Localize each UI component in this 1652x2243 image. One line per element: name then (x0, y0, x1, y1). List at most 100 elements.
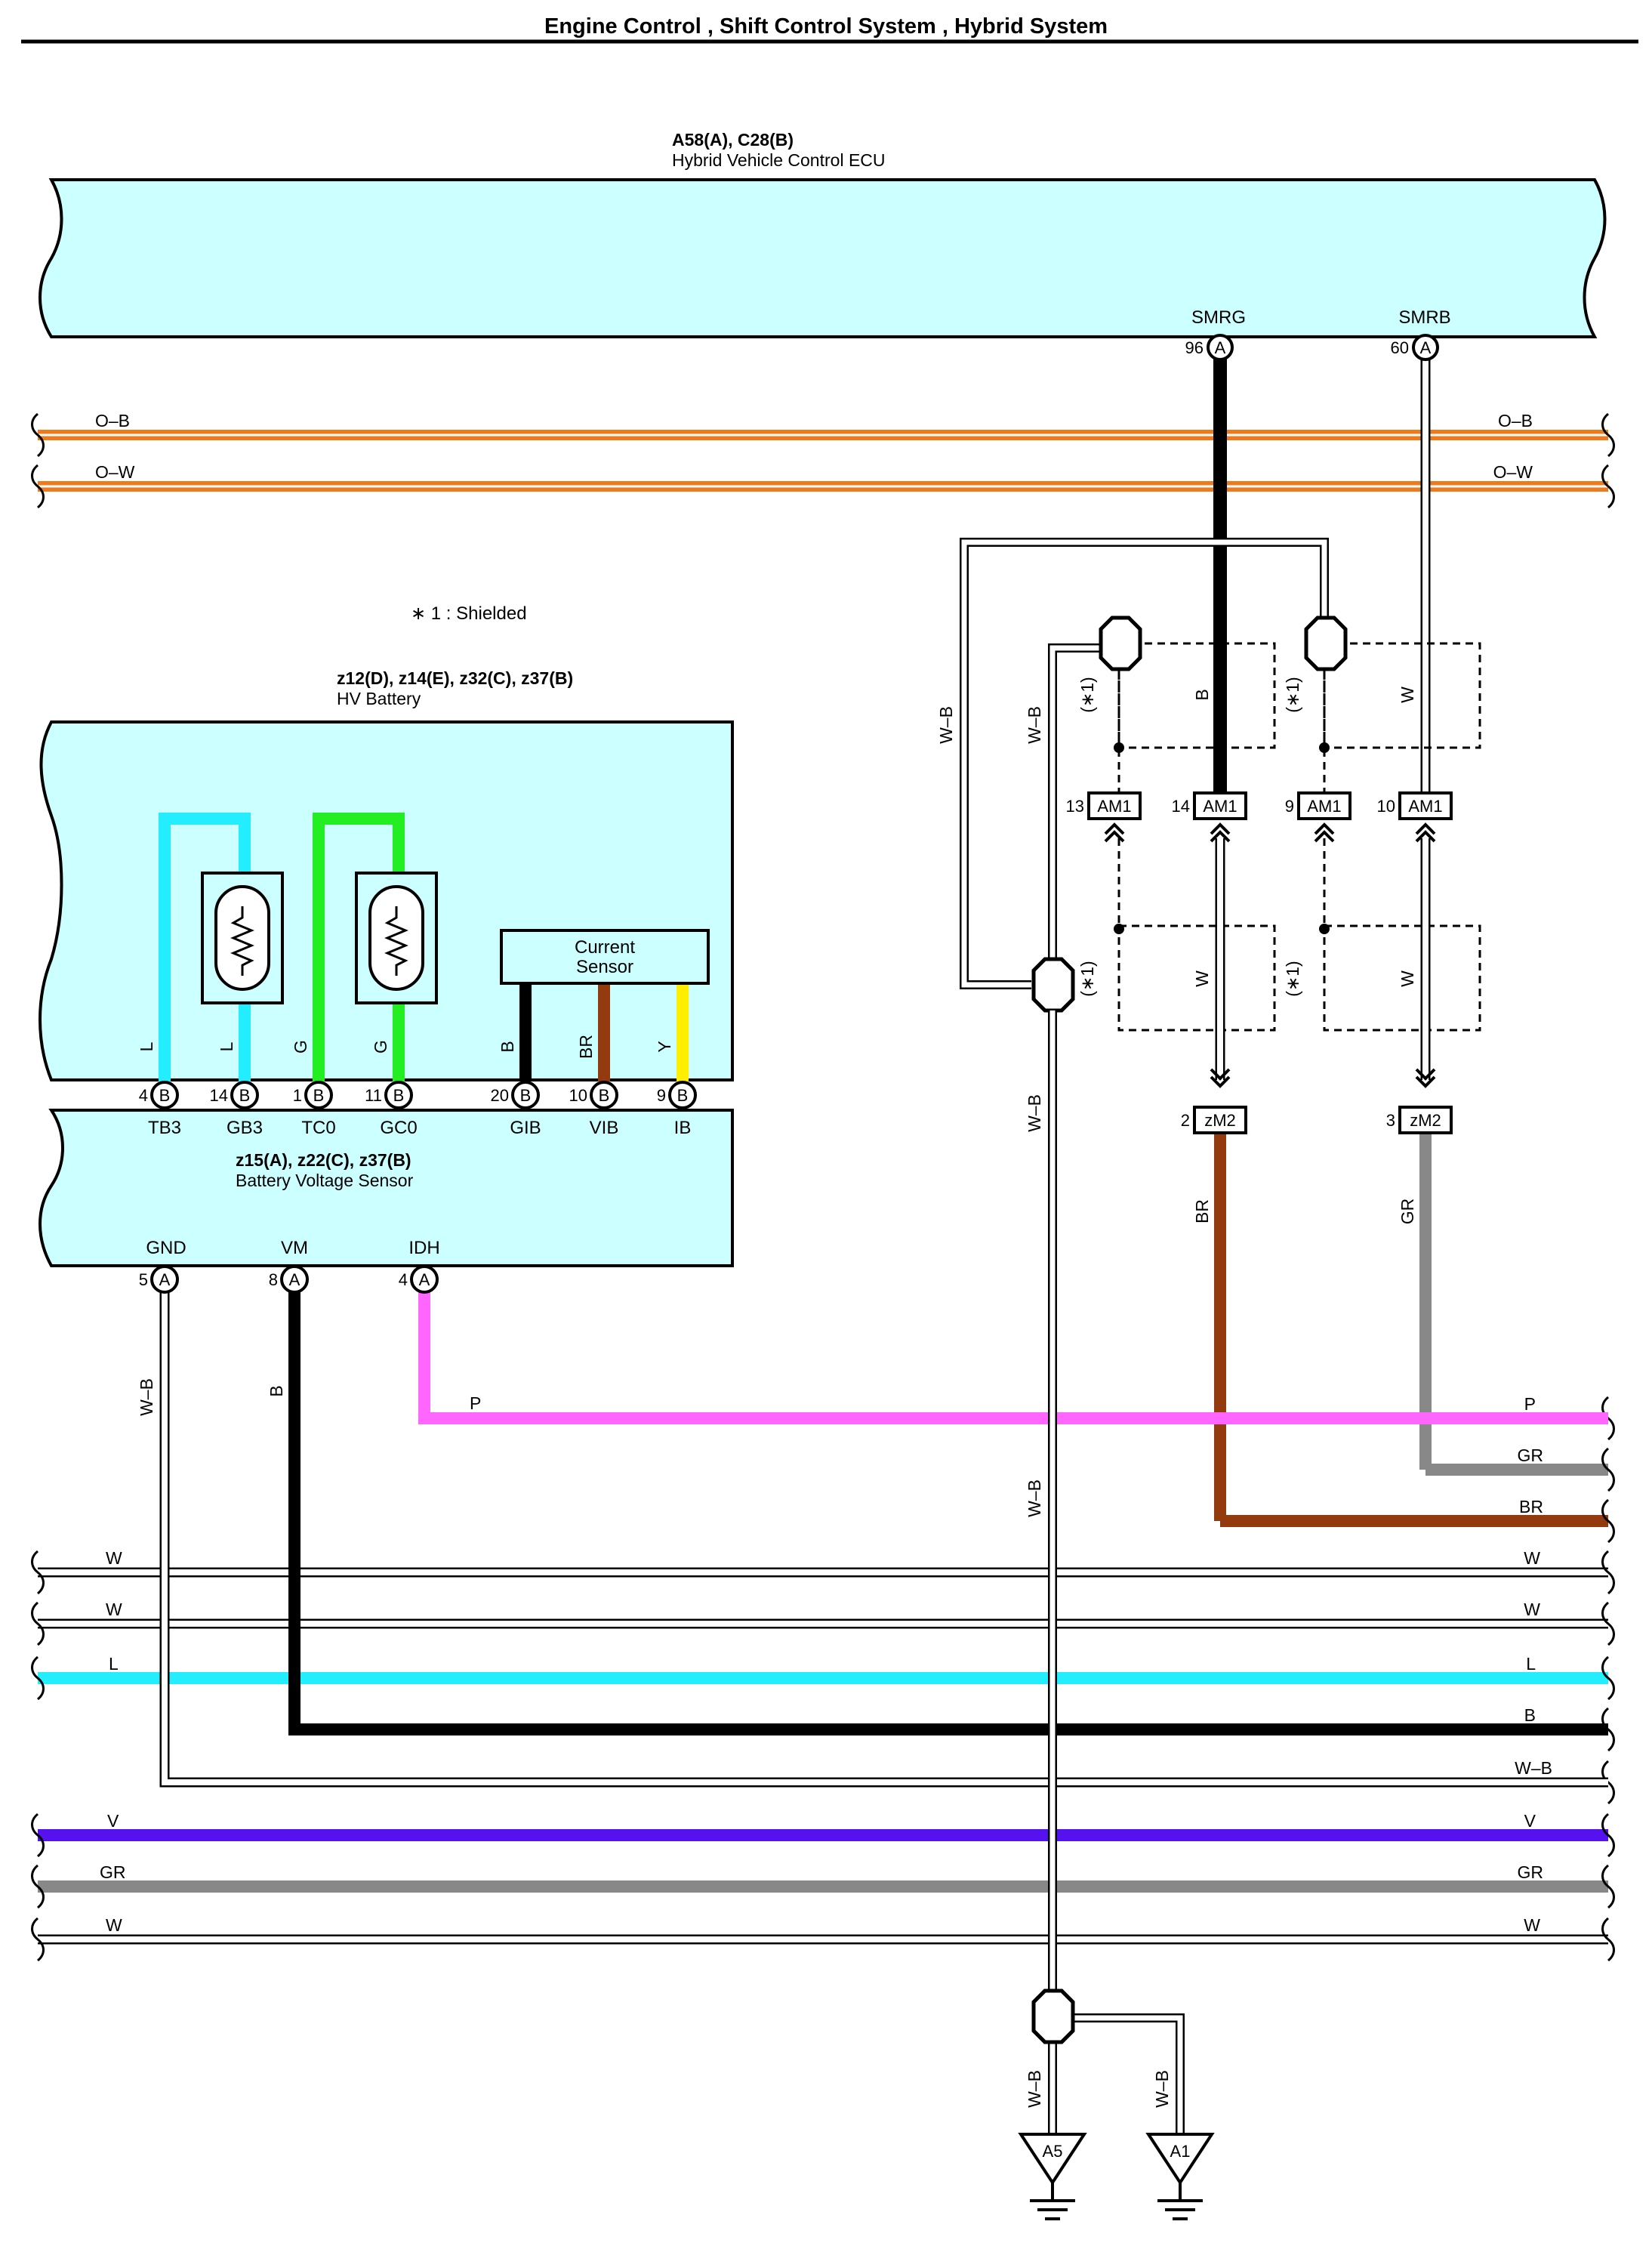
svg-text:GR: GR (1518, 1445, 1544, 1465)
ecu-terminal-smrb: SMRB (1398, 307, 1450, 328)
svg-text:V: V (1524, 1811, 1536, 1831)
lower-bus-labels-right: P GR BR W W L B W–B V GR W (1515, 1394, 1552, 1935)
svg-text:GC0: GC0 (380, 1118, 417, 1138)
lower-bus-labels-left: W W L V GR W (100, 1548, 126, 1935)
svg-text:IDH: IDH (408, 1238, 439, 1258)
svg-text:10: 10 (569, 1086, 587, 1105)
svg-text:zM2: zM2 (1204, 1111, 1236, 1130)
battery-voltage-sensor-box (39, 1109, 734, 1267)
bus-label-ow-right: O–W (1493, 462, 1533, 482)
am1-connectors: AM1 AM1 AM1 AM1 13 14 9 10 (1066, 791, 1453, 1088)
svg-text:1: 1 (293, 1086, 302, 1105)
svg-text:W–B: W–B (1025, 1094, 1044, 1132)
svg-text:W: W (1524, 1548, 1540, 1568)
ecu-name: Hybrid Vehicle Control ECU (672, 150, 886, 170)
wire-gnd-wb (159, 1278, 1608, 1788)
svg-text:W–B: W–B (1152, 2070, 1172, 2108)
zm2-connector-3 (1398, 1106, 1453, 1134)
am1-connector-10 (1398, 791, 1453, 820)
svg-text:W: W (1398, 686, 1417, 703)
svg-text:Current: Current (575, 937, 635, 958)
svg-text:96: 96 (1185, 338, 1204, 357)
svg-text:13: 13 (1066, 797, 1084, 816)
svg-text:4: 4 (139, 1086, 148, 1105)
svg-text:5: 5 (139, 1270, 148, 1289)
bvs-top-pins: B B B B B B B 4 14 1 11 20 10 9 TB3 GB3 … (139, 1081, 697, 1138)
am1-connector-9 (1297, 791, 1351, 820)
wb-shield-frame (960, 538, 1329, 2134)
svg-text:zM2: zM2 (1410, 1111, 1441, 1130)
svg-text:W–B: W–B (1025, 1479, 1044, 1517)
svg-text:14: 14 (1172, 797, 1190, 816)
svg-text:3: 3 (1386, 1111, 1395, 1130)
svg-text:(∗1): (∗1) (1283, 961, 1302, 996)
wb-trunk (1031, 1010, 1075, 2044)
svg-text:L: L (109, 1654, 119, 1674)
svg-text:W: W (106, 1600, 122, 1619)
ecu-code: A58(A), C28(B) (672, 130, 794, 150)
svg-text:A1: A1 (1170, 2142, 1191, 2161)
bus-label-ob-left: O–B (95, 411, 130, 430)
svg-text:2: 2 (1181, 1111, 1190, 1130)
svg-text:9: 9 (657, 1086, 666, 1105)
svg-text:W–B: W–B (1025, 2070, 1044, 2108)
svg-text:(∗1): (∗1) (1283, 677, 1302, 712)
svg-text:GND: GND (146, 1238, 186, 1258)
svg-text:W: W (106, 1915, 122, 1935)
svg-text:GIB: GIB (510, 1118, 541, 1138)
hv-lead-labels: L L G G B BR Y (137, 1035, 674, 1059)
zm2-connectors: zM2 zM2 2 3 BR GR (1181, 1106, 1453, 1225)
svg-text:10: 10 (1377, 797, 1395, 816)
ecu-box (39, 178, 1607, 338)
svg-text:GR: GR (1398, 1199, 1417, 1225)
svg-text:4: 4 (399, 1270, 408, 1289)
current-sensor (500, 929, 710, 985)
svg-text:Y: Y (655, 1041, 674, 1052)
thermistor-2 (355, 872, 438, 1004)
bvs-bottom-pins: A A A 5 8 4 W–B B P (137, 1265, 481, 1416)
svg-text:L: L (137, 1041, 156, 1051)
zm2-connector-2 (1193, 1106, 1247, 1134)
bus-label-ob-right: O–B (1498, 411, 1533, 430)
hv-battery-code: z12(D), z14(E), z32(C), z37(B) (337, 668, 573, 688)
svg-text:W: W (106, 1548, 122, 1568)
ground-a1: A1 (1145, 2133, 1215, 2220)
svg-text:W–B: W–B (137, 1378, 156, 1416)
page-title: Engine Control , Shift Control System , … (544, 14, 1108, 39)
svg-text:BR: BR (576, 1035, 596, 1059)
svg-text:P: P (1524, 1394, 1536, 1414)
ecu-pins: A A 96 60 (1185, 334, 1439, 361)
wire-idh-p (418, 1278, 1608, 1424)
ecu-terminal-smrg: SMRG (1191, 307, 1246, 328)
svg-text:V: V (107, 1811, 119, 1831)
shield-note: ∗ 1 : Shielded (411, 603, 527, 624)
svg-text:9: 9 (1285, 797, 1294, 816)
svg-text:Sensor: Sensor (576, 957, 633, 977)
svg-text:BR: BR (1519, 1497, 1543, 1516)
svg-text:W–B: W–B (936, 706, 956, 744)
svg-text:B: B (677, 1086, 689, 1105)
svg-text:14: 14 (210, 1086, 228, 1105)
shield-labels: (∗1) (∗1) (∗1) (∗1) B W W W (1077, 677, 1417, 996)
svg-text:A: A (159, 1270, 171, 1289)
svg-text:P: P (470, 1393, 481, 1413)
svg-text:G: G (371, 1040, 390, 1054)
svg-text:L: L (217, 1041, 236, 1051)
svg-text:L: L (1526, 1654, 1536, 1674)
svg-text:VM: VM (281, 1238, 308, 1258)
svg-text:B: B (1192, 689, 1212, 700)
svg-text:A: A (1215, 338, 1226, 357)
splice-points (1031, 616, 1348, 2044)
svg-text:TC0: TC0 (301, 1118, 335, 1138)
svg-text:B: B (498, 1041, 517, 1052)
svg-text:W: W (1398, 970, 1417, 987)
svg-text:(∗1): (∗1) (1077, 961, 1097, 996)
am1-connector-14 (1193, 791, 1247, 820)
thermistor-1 (201, 872, 284, 1004)
svg-text:GB3: GB3 (227, 1118, 263, 1138)
svg-text:A5: A5 (1043, 2142, 1063, 2161)
bus-label-ow-left: O–W (95, 462, 135, 482)
svg-text:G: G (291, 1040, 310, 1054)
wb-labels: W–B W–B W–B W–B W–B W–B (936, 706, 1172, 2108)
ground-a5: A5 (1018, 2133, 1087, 2220)
